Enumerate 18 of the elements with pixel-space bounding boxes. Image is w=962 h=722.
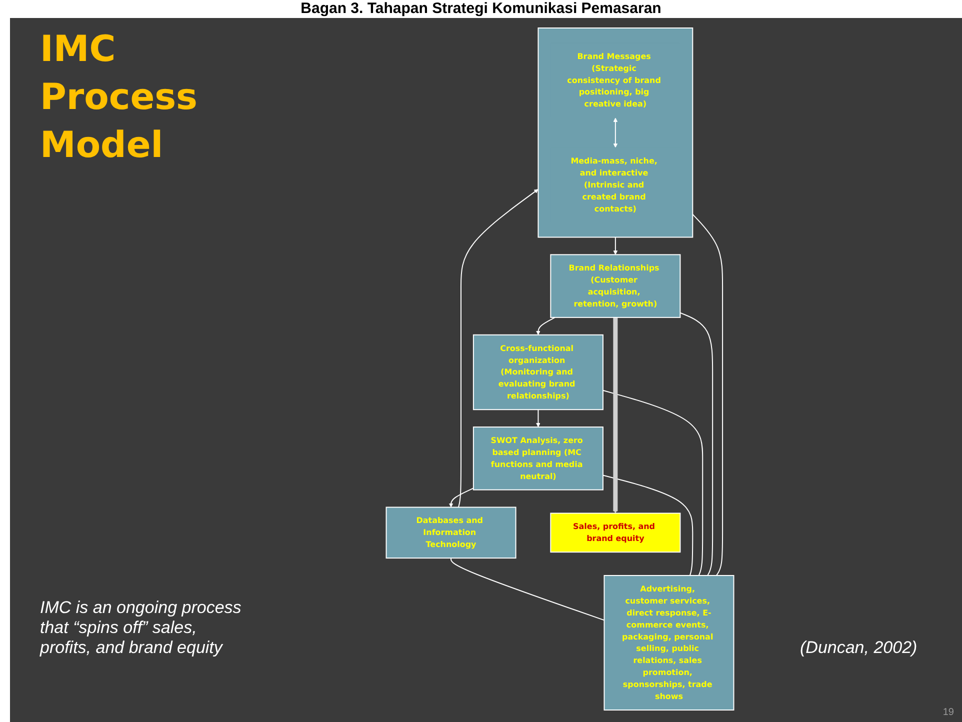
page-number: 19 <box>942 707 954 718</box>
note-text: IMC is an ongoing process that “spins off” sales, profits, and brand equity <box>40 598 242 658</box>
arrow <box>536 316 556 336</box>
connector <box>602 390 704 576</box>
connector <box>602 474 694 576</box>
arrow <box>613 236 618 255</box>
citation-text: (Duncan, 2002) <box>800 638 918 658</box>
arrow <box>448 488 474 508</box>
cluster <box>538 27 694 238</box>
figure-caption: Bagan 3. Tahapan Strategi Komunikasi Pemasaran <box>300 0 662 18</box>
arrow <box>613 118 618 148</box>
arrow <box>458 189 538 508</box>
connector <box>692 214 724 576</box>
arrow <box>613 316 618 514</box>
connector <box>450 558 605 621</box>
connector <box>680 312 714 576</box>
arrow <box>536 409 540 428</box>
slide-title: IMC Process Model <box>40 28 198 168</box>
